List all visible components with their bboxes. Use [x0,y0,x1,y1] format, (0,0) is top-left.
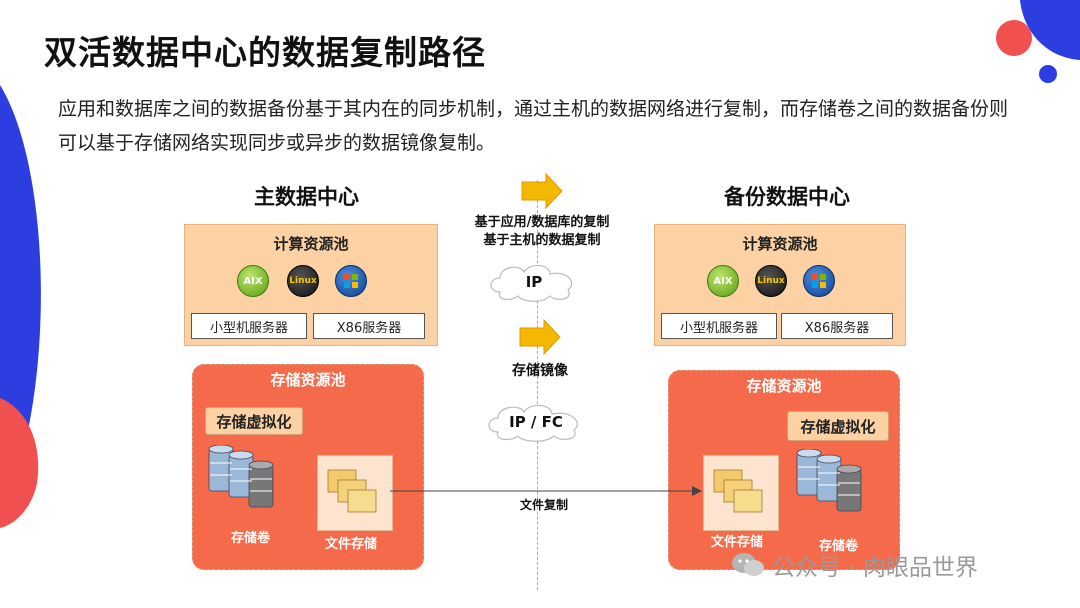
server-minicomputer: 小型机服务器 [661,313,777,339]
file-storage-label: 文件存储 [711,535,764,550]
storage-virtualization-label: 存储虚拟化 [205,407,303,435]
center-divider [537,180,538,590]
storage-volume-icon [208,445,274,508]
aix-icon: AIX [237,265,269,297]
watermark: 公众号 · 肉眼品世界 [730,548,978,582]
cloud-icon [490,264,573,302]
folder-icon [327,469,377,513]
page-title: 双活数据中心的数据复制路径 [44,33,486,72]
storage-volume-label: 存储卷 [819,539,859,554]
aix-icon: AIX [707,265,739,297]
ipfc-cloud: IP / FC [484,402,588,442]
page-description: 应用和数据库之间的数据备份基于其内在的同步机制，通过主机的数据网络进行复制，而存… [58,98,1009,154]
windows-icon [803,265,835,297]
file-copy-arrow [390,486,702,496]
storage-virtualization-label: 存储虚拟化 [787,411,889,441]
watermark-text: 公众号 · 肉眼品世界 [772,555,978,581]
left-decoration [0,85,41,528]
windows-icon [335,265,367,297]
file-storage-box [703,455,779,531]
storage-volume-label: 存储卷 [231,531,271,546]
backup-dc-title: 备份数据中心 [724,185,850,209]
primary-storage-pool: 存储资源池 存储虚拟化 存储卷 文件存储 [192,364,424,570]
ip-cloud-label: IP [525,273,543,291]
cloud-icon [488,404,578,442]
ipfc-cloud-label: IP / FC [509,413,563,431]
wechat-icon [732,553,764,576]
app-replication-line2: 基于主机的数据复制 [483,233,601,248]
server-minicomputer: 小型机服务器 [191,313,307,339]
server-x86: X86服务器 [781,313,893,339]
replication-arrow-icon [521,172,563,210]
compute-pool-title: 计算资源池 [742,235,818,253]
file-storage-label: 文件存储 [325,537,378,552]
app-replication-line1: 基于应用/数据库的复制 [474,215,610,230]
primary-compute-pool: 计算资源池 AIX Linux 小型机服务器 X86服务器 [184,224,438,346]
storage-pool-title: 存储资源池 [270,371,346,389]
compute-pool-title: 计算资源池 [273,235,349,253]
file-copy-label: 文件复制 [519,498,568,512]
app-replication-label: 基于应用/数据库的复制 基于主机的数据复制 [452,214,632,250]
ip-cloud: IP [486,262,582,302]
backup-compute-pool: 计算资源池 AIX Linux 小型机服务器 X86服务器 [654,224,906,346]
folder-icon [713,469,763,513]
file-storage-box [317,455,393,531]
linux-icon: Linux [287,265,319,297]
linux-icon: Linux [755,265,787,297]
storage-volume-icon [796,449,862,512]
backup-storage-pool: 存储资源池 存储虚拟化 文件存储 存储卷 [668,370,900,570]
storage-mirror-label: 存储镜像 [512,363,568,379]
storage-pool-title: 存储资源池 [746,377,822,395]
mirror-arrow-icon [519,318,561,356]
server-x86: X86服务器 [313,313,425,339]
primary-dc-title: 主数据中心 [254,185,359,209]
top-right-decoration [996,0,1080,83]
